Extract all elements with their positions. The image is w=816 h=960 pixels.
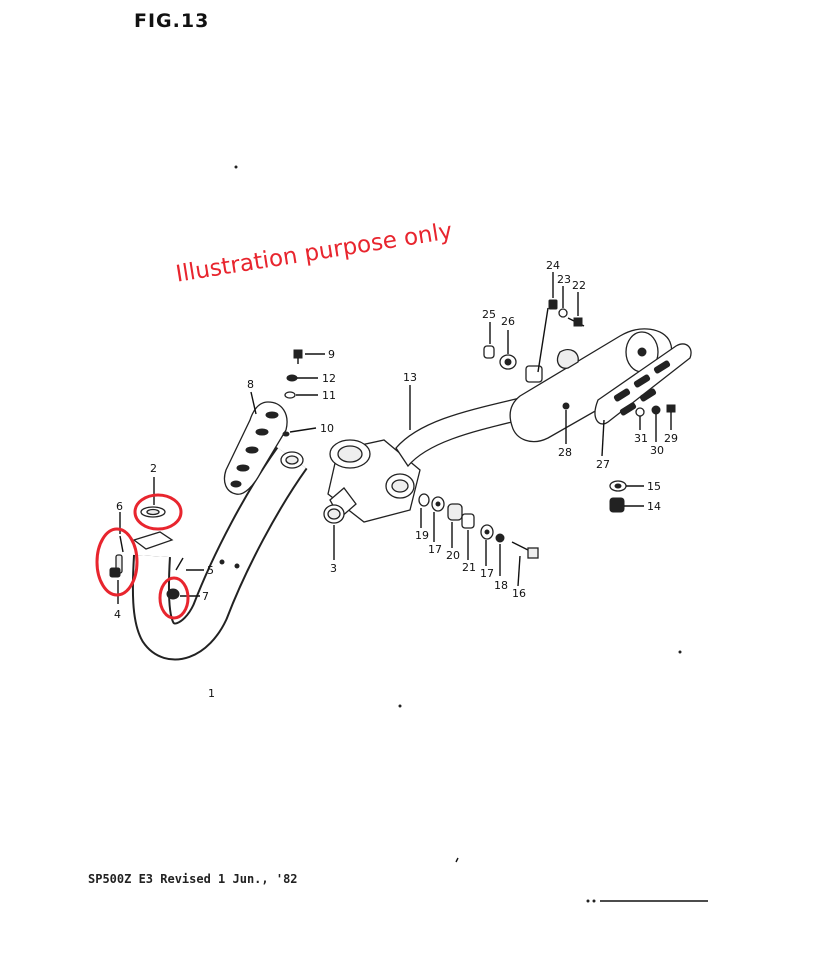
- callout-21: 21: [462, 561, 476, 574]
- callout-31: 31: [634, 432, 648, 445]
- figure-title: FIG.13: [134, 10, 210, 32]
- callout-9: 9: [328, 348, 335, 361]
- drain-plug: [609, 480, 627, 513]
- heat-shield: [223, 401, 288, 495]
- mounting-hardware: [418, 493, 539, 559]
- callout-15: 15: [647, 480, 661, 493]
- callout-29: 29: [664, 432, 678, 445]
- highlight-gasket-2: [133, 493, 183, 531]
- callout-27: 27: [596, 458, 610, 471]
- callout-2: 2: [150, 462, 157, 475]
- bracket-fasteners: [483, 299, 585, 370]
- callout-10: 10: [320, 422, 334, 435]
- muffler-heat-shield: [594, 343, 692, 425]
- highlight-nut-7: [158, 576, 190, 620]
- callout-17b: 17: [480, 567, 494, 580]
- callout-labels: 1 2 3 4 5 6 7 8 9 10 11 12 13 14 15 16 1…: [114, 259, 678, 700]
- callout-23: 23: [557, 273, 571, 286]
- footer-decor: [234, 165, 708, 903]
- silencer-chamber: [323, 397, 529, 524]
- callout-3: 3: [330, 562, 337, 575]
- callout-20: 20: [446, 549, 460, 562]
- callout-1: 1: [208, 687, 215, 700]
- highlight-bolts-4-6: [95, 527, 139, 597]
- callout-14: 14: [647, 500, 661, 513]
- callout-28: 28: [558, 446, 572, 459]
- callout-16: 16: [512, 587, 526, 600]
- callout-12: 12: [322, 372, 336, 385]
- callout-30: 30: [650, 444, 664, 457]
- callout-11: 11: [322, 389, 336, 402]
- callout-26: 26: [501, 315, 515, 328]
- leader-lines: [117, 272, 672, 604]
- callout-6: 6: [116, 500, 123, 513]
- front-joint-parts: [109, 506, 184, 600]
- highlight-marks: [95, 493, 190, 620]
- footer-revision: SP500Z E3 Revised 1 Jun., '82: [88, 872, 298, 886]
- callout-25: 25: [482, 308, 496, 321]
- exhaust-pipe: [131, 446, 308, 661]
- callout-18: 18: [494, 579, 508, 592]
- callout-22: 22: [572, 279, 586, 292]
- callout-5: 5: [207, 564, 214, 577]
- callout-13: 13: [403, 371, 417, 384]
- shield-fasteners: [635, 404, 676, 417]
- callout-19: 19: [415, 529, 429, 542]
- callout-8: 8: [247, 378, 254, 391]
- callout-7: 7: [202, 590, 209, 603]
- top-fasteners: [282, 349, 303, 437]
- callout-17a: 17: [428, 543, 442, 556]
- callout-4: 4: [114, 608, 121, 621]
- callout-24: 24: [546, 259, 560, 272]
